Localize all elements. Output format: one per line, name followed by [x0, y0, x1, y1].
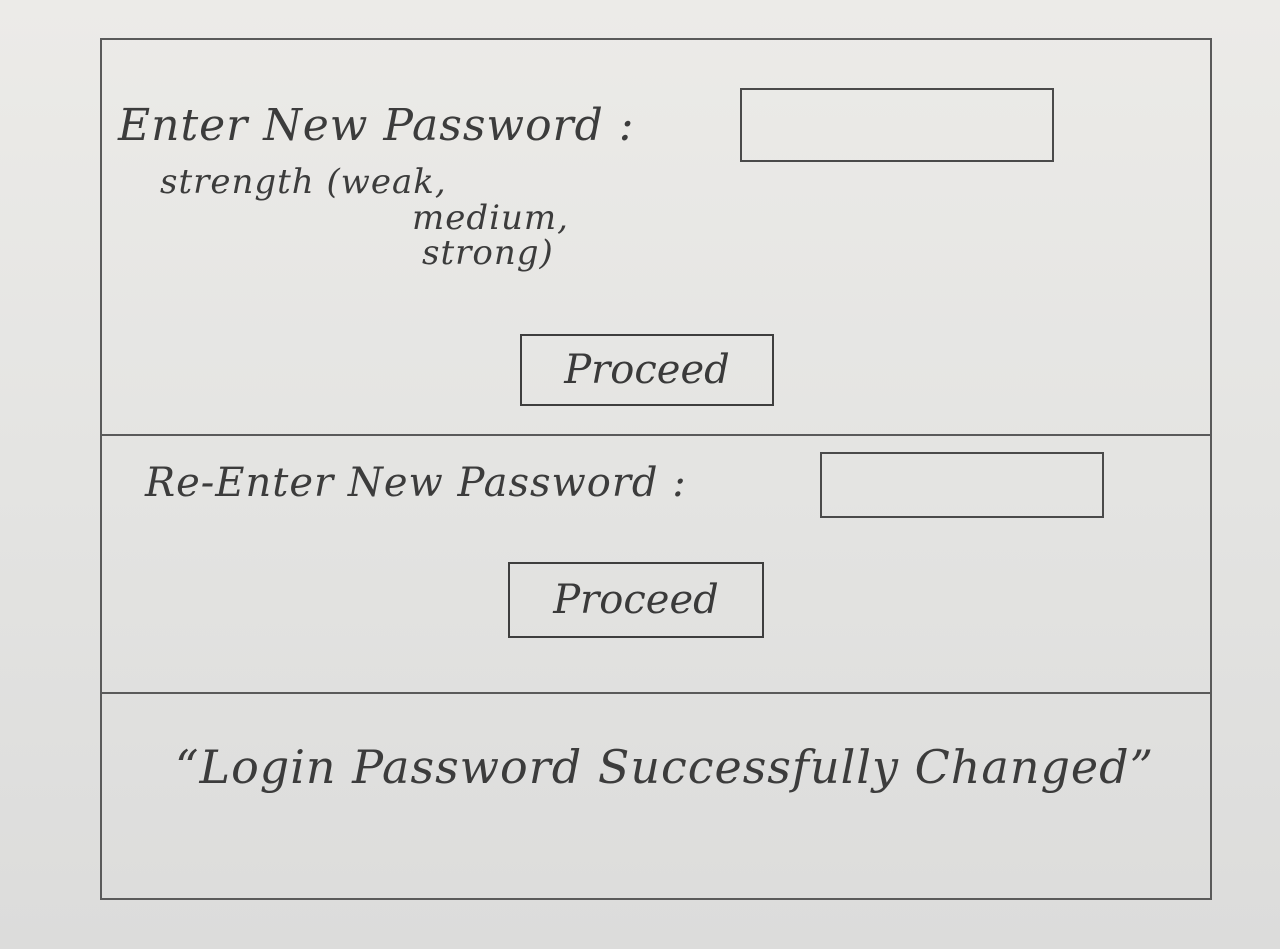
reenter-password-input[interactable] [820, 452, 1104, 518]
proceed-button-reenter[interactable]: Proceed [508, 562, 764, 638]
strength-text-line-1: strength (weak, [160, 162, 447, 202]
proceed-button-new-password[interactable]: Proceed [520, 334, 774, 406]
new-password-input[interactable] [740, 88, 1054, 162]
new-password-label: Enter New Password : [118, 100, 635, 151]
password-strength-indicator: strength (weak, medium, strong) [160, 162, 569, 274]
screen-frame [100, 38, 1212, 900]
reenter-password-label: Re-Enter New Password : [145, 460, 687, 506]
success-message: “Login Password Successfully Changed” [175, 740, 1155, 794]
strength-text-line-3: strong) [422, 233, 554, 274]
section-divider [100, 692, 1212, 694]
strength-text-line-2: medium, [412, 197, 569, 238]
section-divider [100, 434, 1212, 436]
